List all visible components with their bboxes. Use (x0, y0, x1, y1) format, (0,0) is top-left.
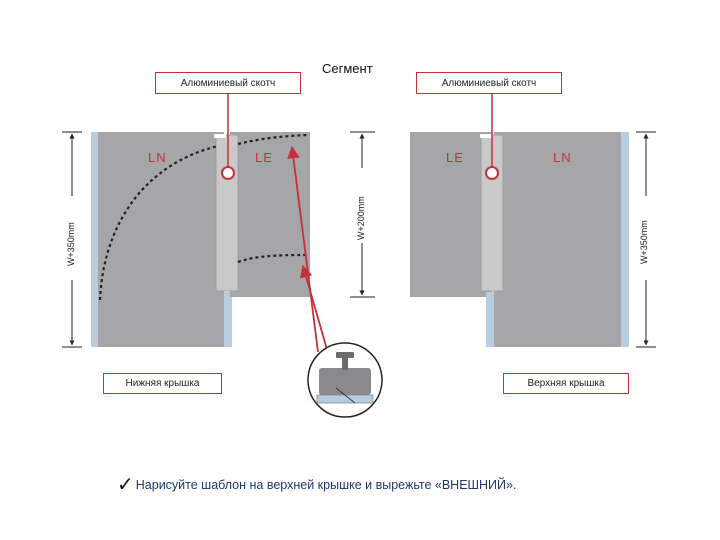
right-pin-marker (485, 166, 499, 180)
dimension-left (62, 131, 82, 348)
detail-arrow-top (287, 145, 319, 353)
left-template-curve (98, 144, 219, 301)
left-main-panel (98, 132, 224, 347)
dimension-right-text: W+350mm (639, 220, 649, 264)
dimension-middle-text: W+200mm (356, 196, 366, 240)
detail-screw-shaft (342, 358, 348, 370)
detail-arrow-bottom (300, 264, 331, 361)
right-le-tag: LE (446, 150, 464, 165)
left-upper-panel (230, 132, 310, 297)
left-lower-edge (224, 292, 232, 347)
right-main-panel (494, 132, 622, 347)
bottom-cover-label: Нижняя крышка (103, 373, 222, 394)
detail-base-plate (316, 394, 374, 404)
left-ln-tag: LN (148, 150, 167, 165)
top-cover-label: Верхняя крышка (503, 373, 629, 394)
dimension-right (636, 131, 656, 348)
left-pin-marker (221, 166, 235, 180)
detail-block (319, 368, 371, 395)
right-panel-assembly (410, 93, 629, 347)
left-aluminium-strip (215, 134, 239, 292)
dimension-left-text: W+350mm (66, 222, 76, 266)
left-le-curve-bottom (237, 253, 309, 264)
left-strip-top (214, 134, 226, 138)
page-title: Сегмент (322, 61, 373, 76)
instruction-caption: ✓Нарисуйте шаблон на верхней крышке и вы… (117, 472, 516, 497)
right-blue-edge (621, 132, 629, 347)
check-icon: ✓ (117, 474, 134, 496)
left-le-curve-top (237, 133, 309, 146)
left-blue-edge (91, 132, 99, 347)
tape-label-right: Алюминиевый скотч (416, 72, 562, 94)
right-strip-top (480, 134, 492, 138)
detail-magnifier (307, 342, 383, 418)
right-lower-edge (486, 292, 494, 347)
left-panel-assembly (91, 93, 310, 347)
detail-screw-head (336, 352, 354, 358)
left-le-tag: LE (255, 150, 273, 165)
right-upper-panel (410, 132, 492, 297)
tape-label-left: Алюминиевый скотч (155, 72, 301, 94)
instruction-text: Нарисуйте шаблон на верхней крышке и выр… (135, 478, 517, 492)
dimension-middle (350, 131, 375, 298)
right-ln-tag: LN (553, 150, 572, 165)
